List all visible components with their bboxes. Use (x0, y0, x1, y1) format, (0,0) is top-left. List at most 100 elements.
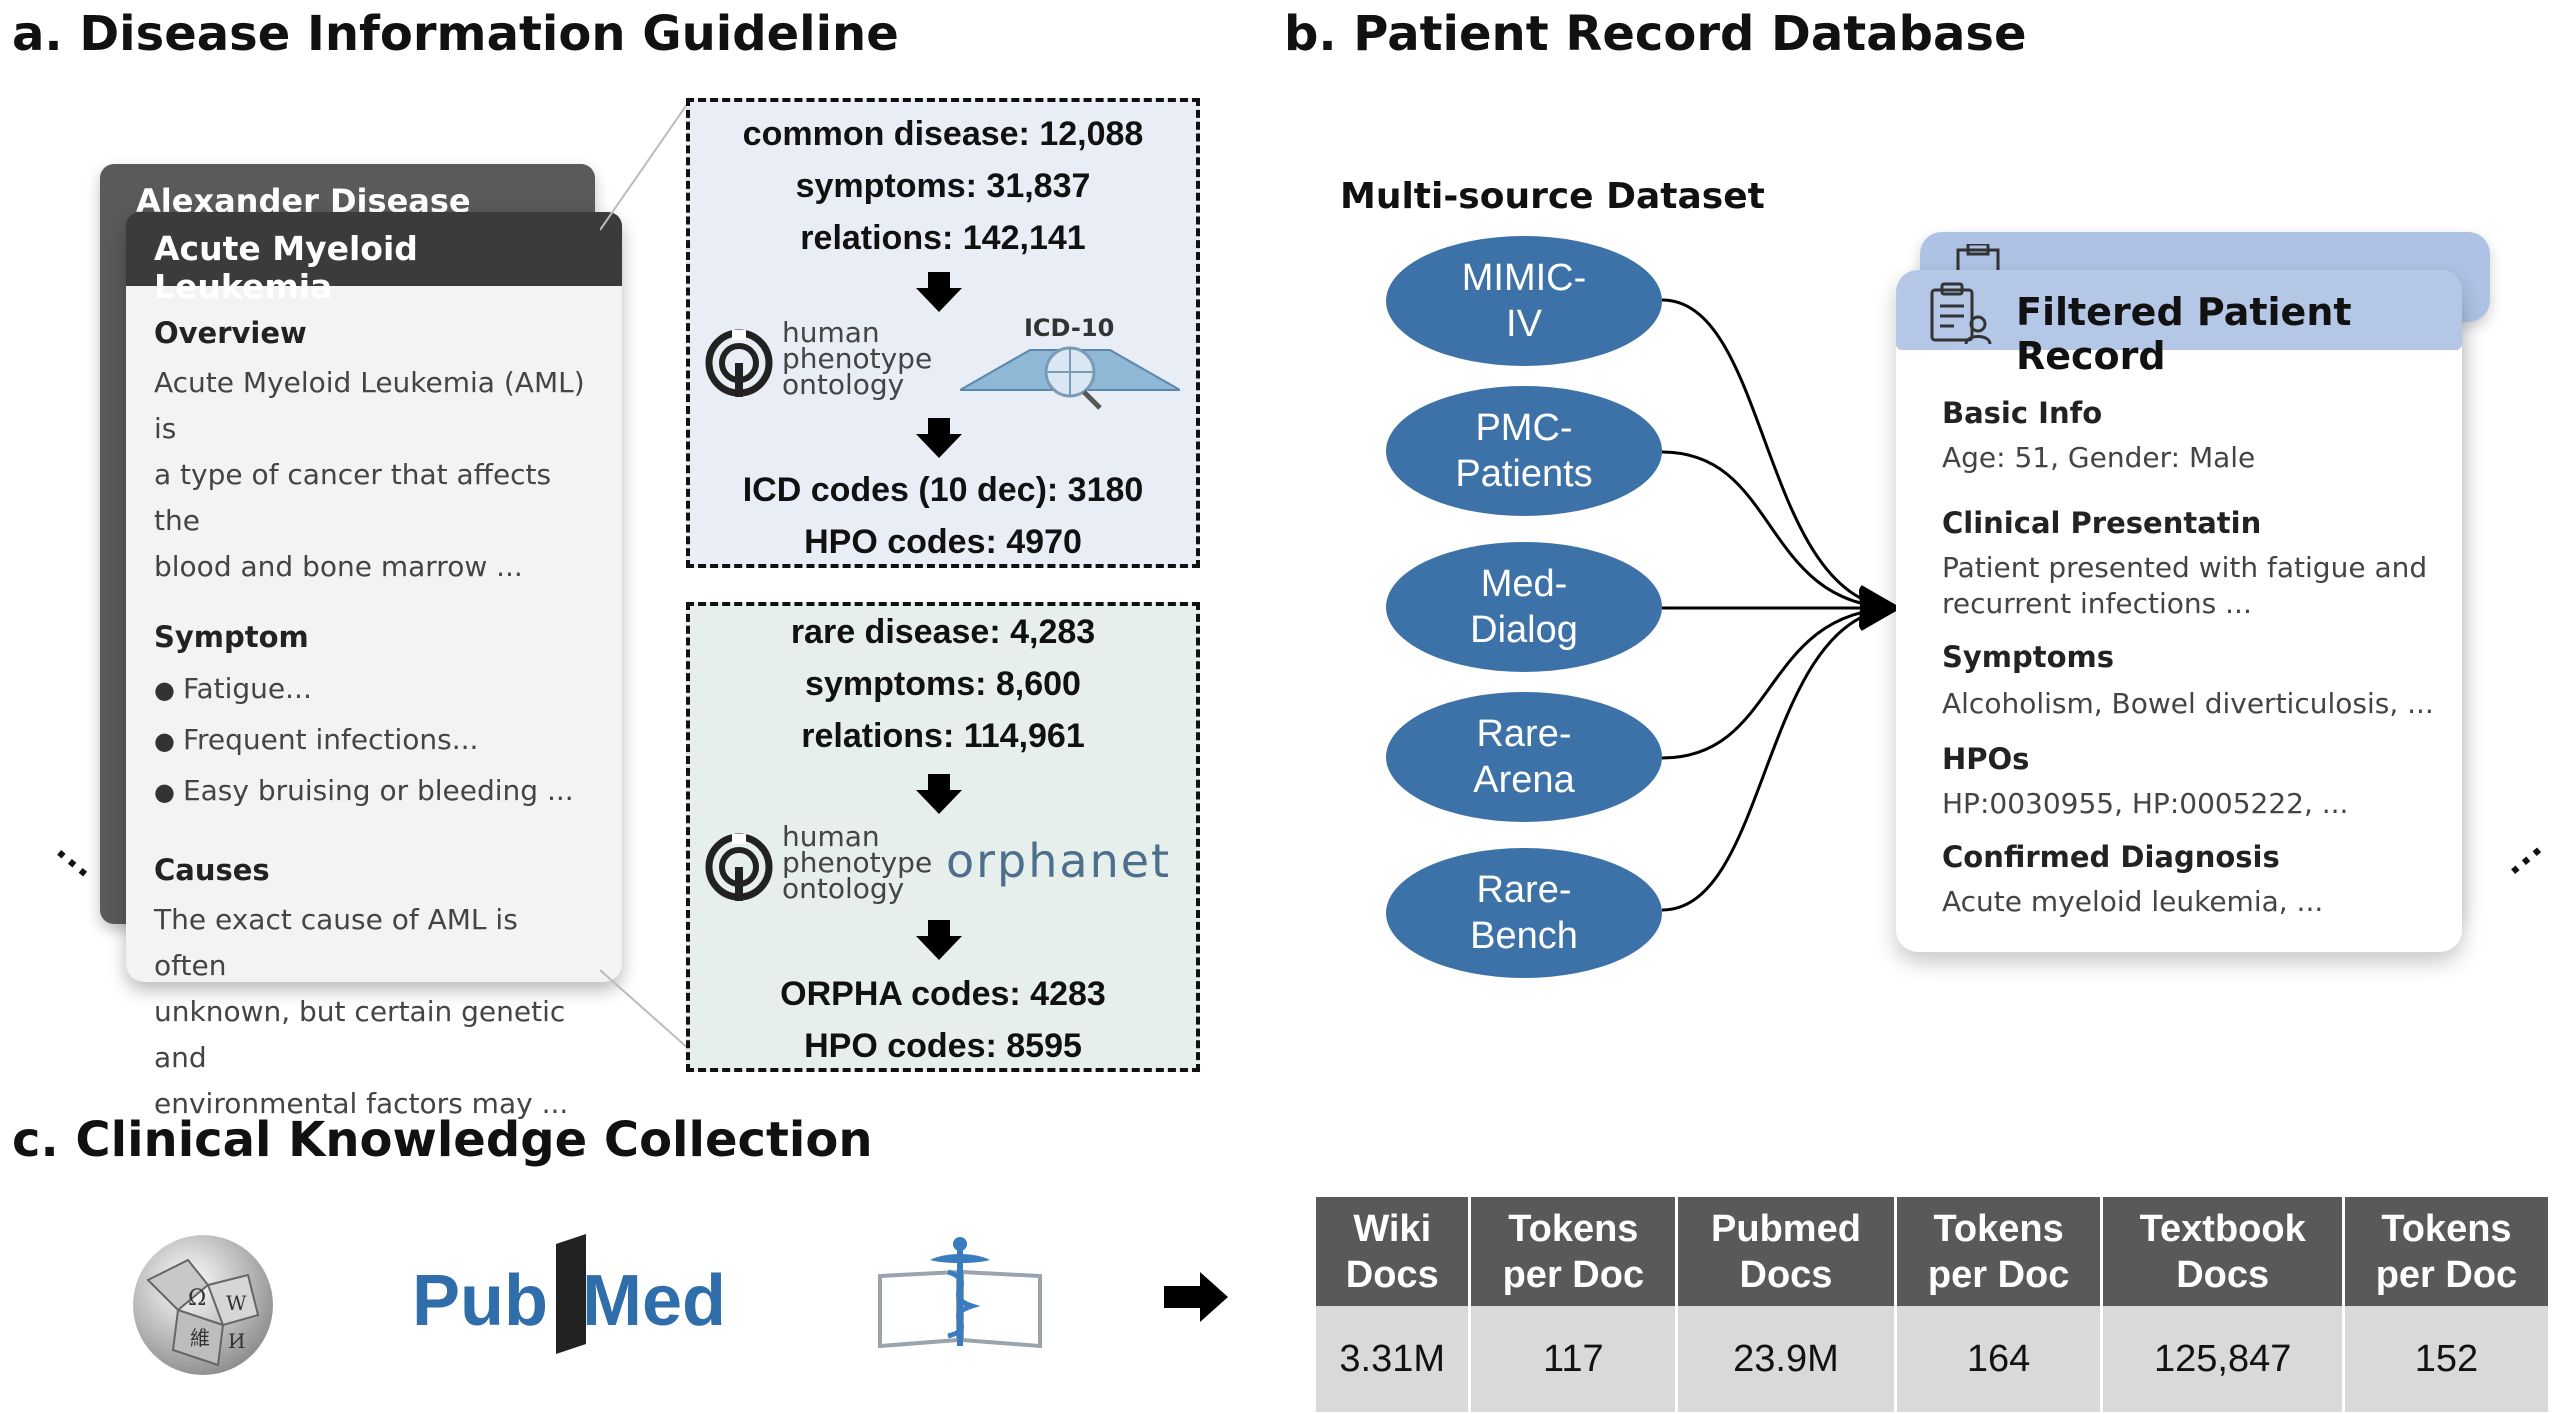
patient-record-card: Filtered Patient Record Basic Info Age: … (1896, 270, 2462, 952)
clinical-line: recurrent infections ... (1942, 587, 2252, 620)
source-pmc-patients: PMC- Patients (1386, 386, 1662, 516)
th-line: per Doc (2375, 1253, 2518, 1296)
source-mimic-iv: MIMIC- IV (1386, 236, 1662, 366)
confirmed-diagnosis-text: Acute myeloid leukemia, ... (1942, 885, 2324, 918)
source-rare-arena: Rare- Arena (1386, 692, 1662, 822)
td-wiki-tokens: 117 (1469, 1306, 1679, 1412)
clinical-presentation-heading: Clinical Presentatin (1942, 506, 2262, 540)
overview-text: Acute Myeloid Leukemia (AML) is a type o… (154, 360, 594, 590)
merge-arrows (1661, 298, 1902, 912)
causes-line: unknown, but certain genetic and (154, 995, 566, 1074)
th-line: Docs (2176, 1253, 2270, 1296)
basic-info-heading: Basic Info (1942, 396, 2103, 430)
causes-text: The exact cause of AML is often unknown,… (154, 897, 594, 1127)
th-line: Tokens (2381, 1207, 2512, 1250)
causes-line: environmental factors may ... (154, 1087, 569, 1120)
common-disease-box: common disease: 12,088 symptoms: 31,837 … (686, 98, 1200, 568)
rare-disease-count: rare disease: 4,283 (790, 613, 1096, 651)
th-line: Docs (1345, 1253, 1439, 1296)
table-row: 3.31M 117 23.9M 164 125,847 152 (1316, 1306, 2548, 1412)
th-line: Tokens (1933, 1207, 2064, 1250)
th-line: Textbook (2139, 1207, 2306, 1250)
hpo-logo-word: human (782, 820, 880, 853)
icd10-globe-icon (960, 346, 1180, 410)
svg-text:維: 維 (190, 1326, 210, 1350)
th-line: Docs (1739, 1253, 1833, 1296)
td-pubmed-tokens: 164 (1895, 1306, 2104, 1412)
pubmed-logo-pub: Pub (412, 1261, 548, 1341)
common-relations-count: relations: 142,141 (800, 219, 1086, 257)
orpha-codes-count: ORPHA codes: 4283 (780, 975, 1106, 1013)
arrow-down-icon (916, 272, 962, 312)
hpo-logo-word: ontology (782, 872, 905, 905)
basic-info-text: Age: 51, Gender: Male (1942, 441, 2256, 474)
th-line: Tokens (1508, 1207, 1639, 1250)
title-disease-guideline: a. Disease Information Guideline (12, 6, 899, 62)
patient-record-icon (1930, 282, 1992, 345)
pubmed-logo: Pub Med (412, 1230, 752, 1360)
patient-record-header: Filtered Patient Record (1896, 270, 2462, 378)
source-meddialog: Med- Dialog (1386, 542, 1662, 672)
rare-relations-count: relations: 114,961 (801, 717, 1085, 755)
wikipedia-logo-icon: Ω W 維 И (133, 1235, 273, 1375)
disease-card-title: Acute Myeloid Leukemia (126, 212, 622, 306)
title-patient-record-database: b. Patient Record Database (1284, 6, 2027, 62)
common-symptoms-count: symptoms: 31,837 (795, 167, 1091, 205)
common-hpo-codes-count: HPO codes: 4970 (804, 523, 1082, 561)
svg-text:Ω: Ω (188, 1286, 206, 1311)
hpo-logo-word: phenotype (782, 342, 933, 375)
confirmed-diagnosis-heading: Confirmed Diagnosis (1942, 840, 2280, 874)
th-line: Pubmed (1711, 1207, 1861, 1250)
hpos-heading: HPOs (1942, 742, 2030, 776)
symptom-list: Fatigue... Frequent infections... Easy b… (154, 664, 594, 817)
hpo-logo-word: phenotype (782, 846, 933, 879)
hpo-logo: human phenotype ontology (704, 820, 934, 906)
symptom-item: Frequent infections... (154, 715, 594, 766)
causes-line: The exact cause of AML is often (154, 903, 518, 982)
causes-heading: Causes (154, 853, 270, 887)
ellipsis-left-icon: ··· (42, 832, 105, 896)
th-line: Wiki (1353, 1207, 1432, 1250)
arrow-right-icon (1164, 1272, 1228, 1322)
dataset-title: Multi-source Dataset (1340, 176, 1765, 217)
svg-text:W: W (226, 1291, 247, 1315)
hpo-logo-word: human (782, 316, 880, 349)
hpo-logo-text: human phenotype ontology (782, 820, 933, 905)
overview-line: a type of cancer that affects the (154, 458, 552, 537)
overview-line: Acute Myeloid Leukemia (AML) is (154, 366, 585, 445)
hpos-text: HP:0030955, HP:0005222, ... (1942, 787, 2349, 820)
pubmed-logo-med: Med (582, 1261, 726, 1341)
td-textbook-docs: 125,847 (2101, 1306, 2345, 1412)
record-symptoms-text: Alcoholism, Bowel diverticulosis, ... (1942, 687, 2434, 720)
clipboard-icon (1956, 244, 2000, 274)
ellipsis-right-icon: ··· (2495, 828, 2558, 892)
hpo-logo-word: ontology (782, 368, 905, 401)
clinical-line: Patient presented with fatigue and (1942, 551, 2428, 584)
source-rare-bench: Rare- Bench (1386, 848, 1662, 978)
medical-textbook-icon (878, 1237, 1042, 1349)
patient-record-title: Filtered Patient Record (2016, 290, 2352, 378)
hpo-logo-text: human phenotype ontology (782, 316, 933, 401)
symptom-item: Easy bruising or bleeding ... (154, 766, 594, 817)
disease-card: Acute Myeloid Leukemia Overview Acute My… (126, 212, 622, 1120)
arrow-down-icon (916, 920, 962, 960)
th-line: per Doc (1927, 1253, 2070, 1296)
rare-disease-box: rare disease: 4,283 symptoms: 8,600 rela… (686, 602, 1200, 1072)
overview-line: blood and bone marrow ... (154, 550, 523, 583)
pubmed-book-icon (556, 1234, 586, 1354)
icd10-logo: ICD-10 (960, 314, 1180, 414)
overview-heading: Overview (154, 316, 307, 350)
rare-symptoms-count: symptoms: 8,600 (805, 665, 1081, 703)
symptom-item: Fatigue... (154, 664, 594, 715)
hpo-logo-icon (705, 329, 773, 397)
rare-hpo-codes-count: HPO codes: 8595 (804, 1027, 1082, 1065)
clinical-presentation-text: Patient presented with fatigue and recur… (1942, 550, 2427, 622)
